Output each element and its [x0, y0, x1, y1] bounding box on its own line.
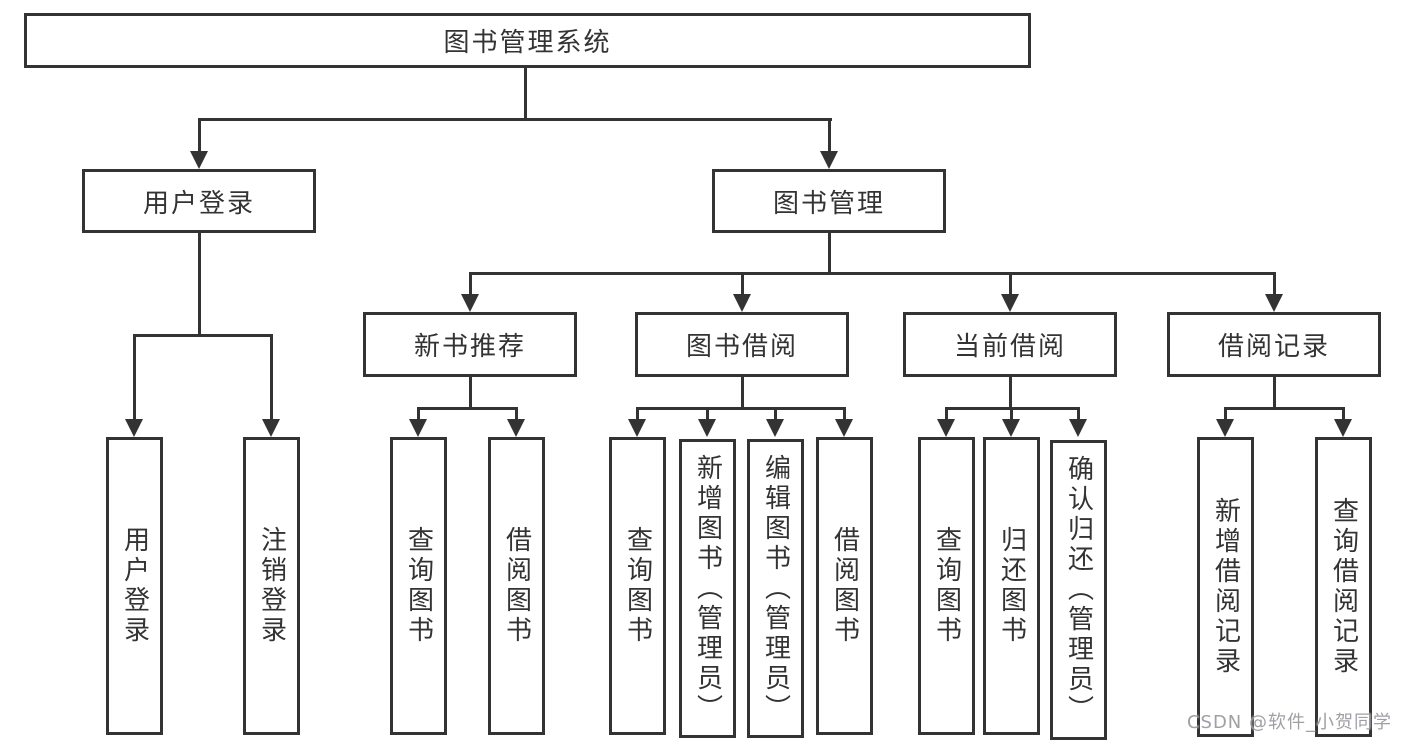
- connector-line: [1224, 407, 1227, 419]
- arrow-down-icon: [835, 419, 853, 437]
- csdn-watermark: CSDN @软件_小贺同学: [1186, 712, 1392, 733]
- node-book-borrowing: 图书借阅: [635, 312, 849, 377]
- arrow-down-icon: [1069, 419, 1087, 437]
- arrow-down-icon: [190, 151, 208, 169]
- connector-line: [417, 407, 420, 419]
- connector-line: [469, 272, 1276, 275]
- connector-line: [1273, 272, 1276, 294]
- connector-line: [1009, 377, 1012, 409]
- node-new-book-recommendation: 新书推荐: [363, 312, 577, 377]
- connector-line: [198, 118, 832, 121]
- node-query-books-1: 查询图书: [390, 437, 447, 735]
- connector-line: [636, 407, 639, 419]
- arrow-down-icon: [409, 419, 427, 437]
- node-add-borrow-record: 新增借阅记录: [1197, 437, 1254, 737]
- node-borrow-books-2: 借阅图书: [816, 437, 873, 735]
- arrow-down-icon: [507, 419, 525, 437]
- node-user-login: 用户登录: [82, 169, 316, 233]
- connector-line: [843, 407, 846, 419]
- node-current-borrowing: 当前借阅: [903, 312, 1117, 377]
- connector-line: [1010, 407, 1013, 419]
- connector-line: [133, 334, 273, 337]
- connector-line: [198, 118, 201, 152]
- node-edit-book-admin: 编辑图书（管理员）: [747, 439, 804, 738]
- node-logout: 注销登录: [243, 437, 300, 735]
- connector-line: [1009, 272, 1012, 294]
- connector-line: [524, 68, 527, 120]
- arrow-down-icon: [766, 419, 784, 437]
- arrow-down-icon: [628, 419, 646, 437]
- arrow-down-icon: [733, 294, 751, 312]
- connector-line: [945, 407, 948, 419]
- arrow-down-icon: [1216, 419, 1234, 437]
- node-library-management-system: 图书管理系统: [24, 13, 1031, 68]
- connector-line: [1273, 377, 1276, 409]
- connector-line: [741, 377, 744, 409]
- connector-line: [133, 334, 136, 419]
- node-borrow-books-1: 借阅图书: [488, 437, 545, 735]
- arrow-down-icon: [937, 419, 955, 437]
- connector-line: [1077, 407, 1080, 419]
- node-return-books: 归还图书: [983, 437, 1040, 735]
- arrow-down-icon: [698, 419, 716, 437]
- node-query-books-3: 查询图书: [918, 437, 975, 735]
- connector-line: [1342, 407, 1345, 419]
- connector-line: [198, 233, 201, 337]
- node-query-books-2: 查询图书: [609, 437, 666, 735]
- node-book-management: 图书管理: [712, 169, 946, 233]
- connector-line: [741, 272, 744, 294]
- connector-line: [515, 407, 518, 419]
- node-borrowing-records: 借阅记录: [1167, 312, 1381, 377]
- arrow-down-icon: [1265, 294, 1283, 312]
- node-user-login-leaf: 用户登录: [106, 437, 163, 735]
- connector-line: [270, 334, 273, 419]
- connector-line: [636, 407, 846, 410]
- node-query-borrow-record: 查询借阅记录: [1315, 437, 1372, 737]
- connector-line: [469, 272, 472, 294]
- connector-line: [417, 407, 518, 410]
- arrow-down-icon: [1334, 419, 1352, 437]
- arrow-down-icon: [461, 294, 479, 312]
- arrow-down-icon: [820, 151, 838, 169]
- connector-line: [1224, 407, 1345, 410]
- connector-line: [469, 377, 472, 409]
- node-confirm-return-admin: 确认归还（管理员）: [1050, 440, 1107, 740]
- arrow-down-icon: [262, 419, 280, 437]
- connector-line: [706, 407, 709, 419]
- arrow-down-icon: [125, 419, 143, 437]
- connector-line: [828, 233, 831, 274]
- node-add-book-admin: 新增图书（管理员）: [679, 439, 736, 738]
- arrow-down-icon: [1001, 294, 1019, 312]
- arrow-down-icon: [1002, 419, 1020, 437]
- connector-line: [774, 407, 777, 419]
- connector-line: [828, 118, 831, 152]
